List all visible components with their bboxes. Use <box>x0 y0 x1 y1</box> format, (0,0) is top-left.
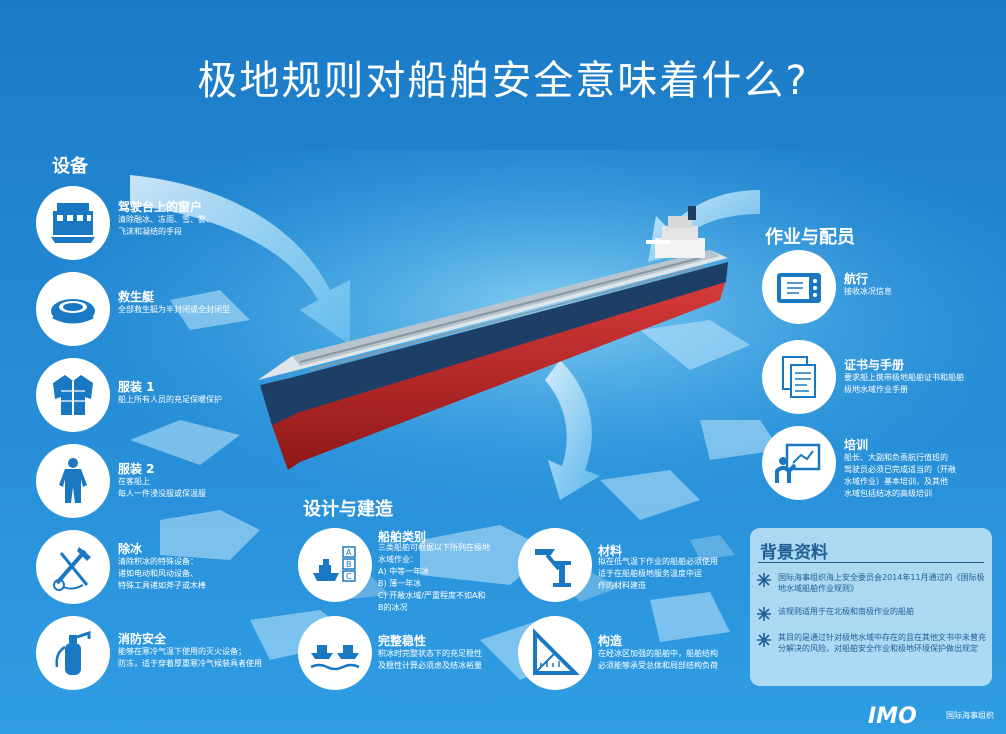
design-desc: 拟在低气温下作业的船舶必须使用适于在船舶极地服务温度中运作的材料建造 <box>598 557 718 590</box>
section-equipment-heading: 设备 <box>52 156 88 177</box>
training-presentation-icon <box>762 426 836 500</box>
design-title: 船舶类别 <box>378 530 427 544</box>
equipment-title: 除冰 <box>118 542 143 556</box>
operations-desc: 要求船上携带极地船舶证书和船舶极地水域作业手册 <box>844 373 964 394</box>
immersion-suit-icon <box>36 444 110 518</box>
design-desc: 在经冰区加强的船舶中，船舶结构必须能够承受总体和局部结构负荷 <box>598 649 718 670</box>
jacket-icon <box>36 358 110 432</box>
equipment-title: 消防安全 <box>118 632 167 646</box>
snowflake-icon <box>757 607 771 621</box>
tanker-ship <box>258 206 728 470</box>
operations-title: 航行 <box>844 272 869 286</box>
snowflake-icon <box>757 573 771 587</box>
design-desc: 积冰时完整状态下的充足稳性及稳性计算必须虑及结冰裕量 <box>378 649 482 670</box>
snowflake-icon <box>757 633 771 647</box>
equipment-desc: 全部救生艇为半封闭或全封闭型 <box>118 305 230 314</box>
certificate-documents-icon <box>762 340 836 414</box>
materials-icon <box>518 528 592 602</box>
imo-logo-text: 国际海事组织 <box>946 711 994 720</box>
equipment-desc: 船上所有人员的充足保暖保护 <box>118 395 222 404</box>
section-operations-heading: 作业与配员 <box>765 227 855 248</box>
section-design-heading: 设计与建造 <box>303 499 393 520</box>
navigation-screen-icon <box>762 250 836 324</box>
operations-desc: 接收冰况信息 <box>844 287 892 296</box>
background-title: 背景资料 <box>760 543 828 563</box>
lifeboat-icon <box>36 272 110 346</box>
page-title: 极地规则对船舶安全意味着什么? <box>197 58 809 104</box>
background-panel: 背景资料 国际海事组织海上安全委员会2014年11月通过的《国际极地水域船舶作业… <box>750 528 992 686</box>
svg-text:C: C <box>346 572 352 581</box>
design-title: 完整稳性 <box>378 634 427 648</box>
stability-ships-icon <box>298 616 372 690</box>
equipment-desc: 清除积冰的特殊设备：诸如电动和风动设备、特殊工具诸如斧子或木棒 <box>118 557 206 590</box>
svg-text:A: A <box>346 548 352 557</box>
operations-desc: 船长、大副和负责航行值班的驾驶员必须已完成适当的（开敞水域作业）基本培训，及其他… <box>844 453 956 498</box>
equipment-desc: 清除融冰、冻雨、雪、雾、飞沫和凝结的手段 <box>118 215 214 236</box>
operations-title: 培训 <box>844 438 869 452</box>
equipment-desc: 能够在寒冷气温下使用的灭火设备；防冻，适于穿着厚重寒冷气候装具者使用 <box>118 647 262 668</box>
bridge-window-icon <box>36 186 110 260</box>
imo-logo: IMO <box>868 704 917 729</box>
operations-title: 证书与手册 <box>844 358 905 372</box>
deicing-tools-icon <box>36 530 110 604</box>
fire-extinguisher-icon <box>36 616 110 690</box>
equipment-desc: 在客船上每人一件浸没服或保温服 <box>118 477 206 498</box>
structure-icon <box>518 616 592 690</box>
design-title: 构造 <box>598 634 623 648</box>
svg-text:B: B <box>346 560 352 569</box>
equipment-title: 救生艇 <box>118 290 155 304</box>
design-title: 材料 <box>598 544 623 558</box>
equipment-title: 驾驶台上的窗户 <box>118 200 203 214</box>
equipment-title: 服装 2 <box>118 462 155 476</box>
arrow-to-design <box>545 360 600 500</box>
arrow-to-equipment <box>130 175 350 345</box>
equipment-title: 服装 1 <box>118 380 155 394</box>
panel-divider <box>758 562 984 563</box>
